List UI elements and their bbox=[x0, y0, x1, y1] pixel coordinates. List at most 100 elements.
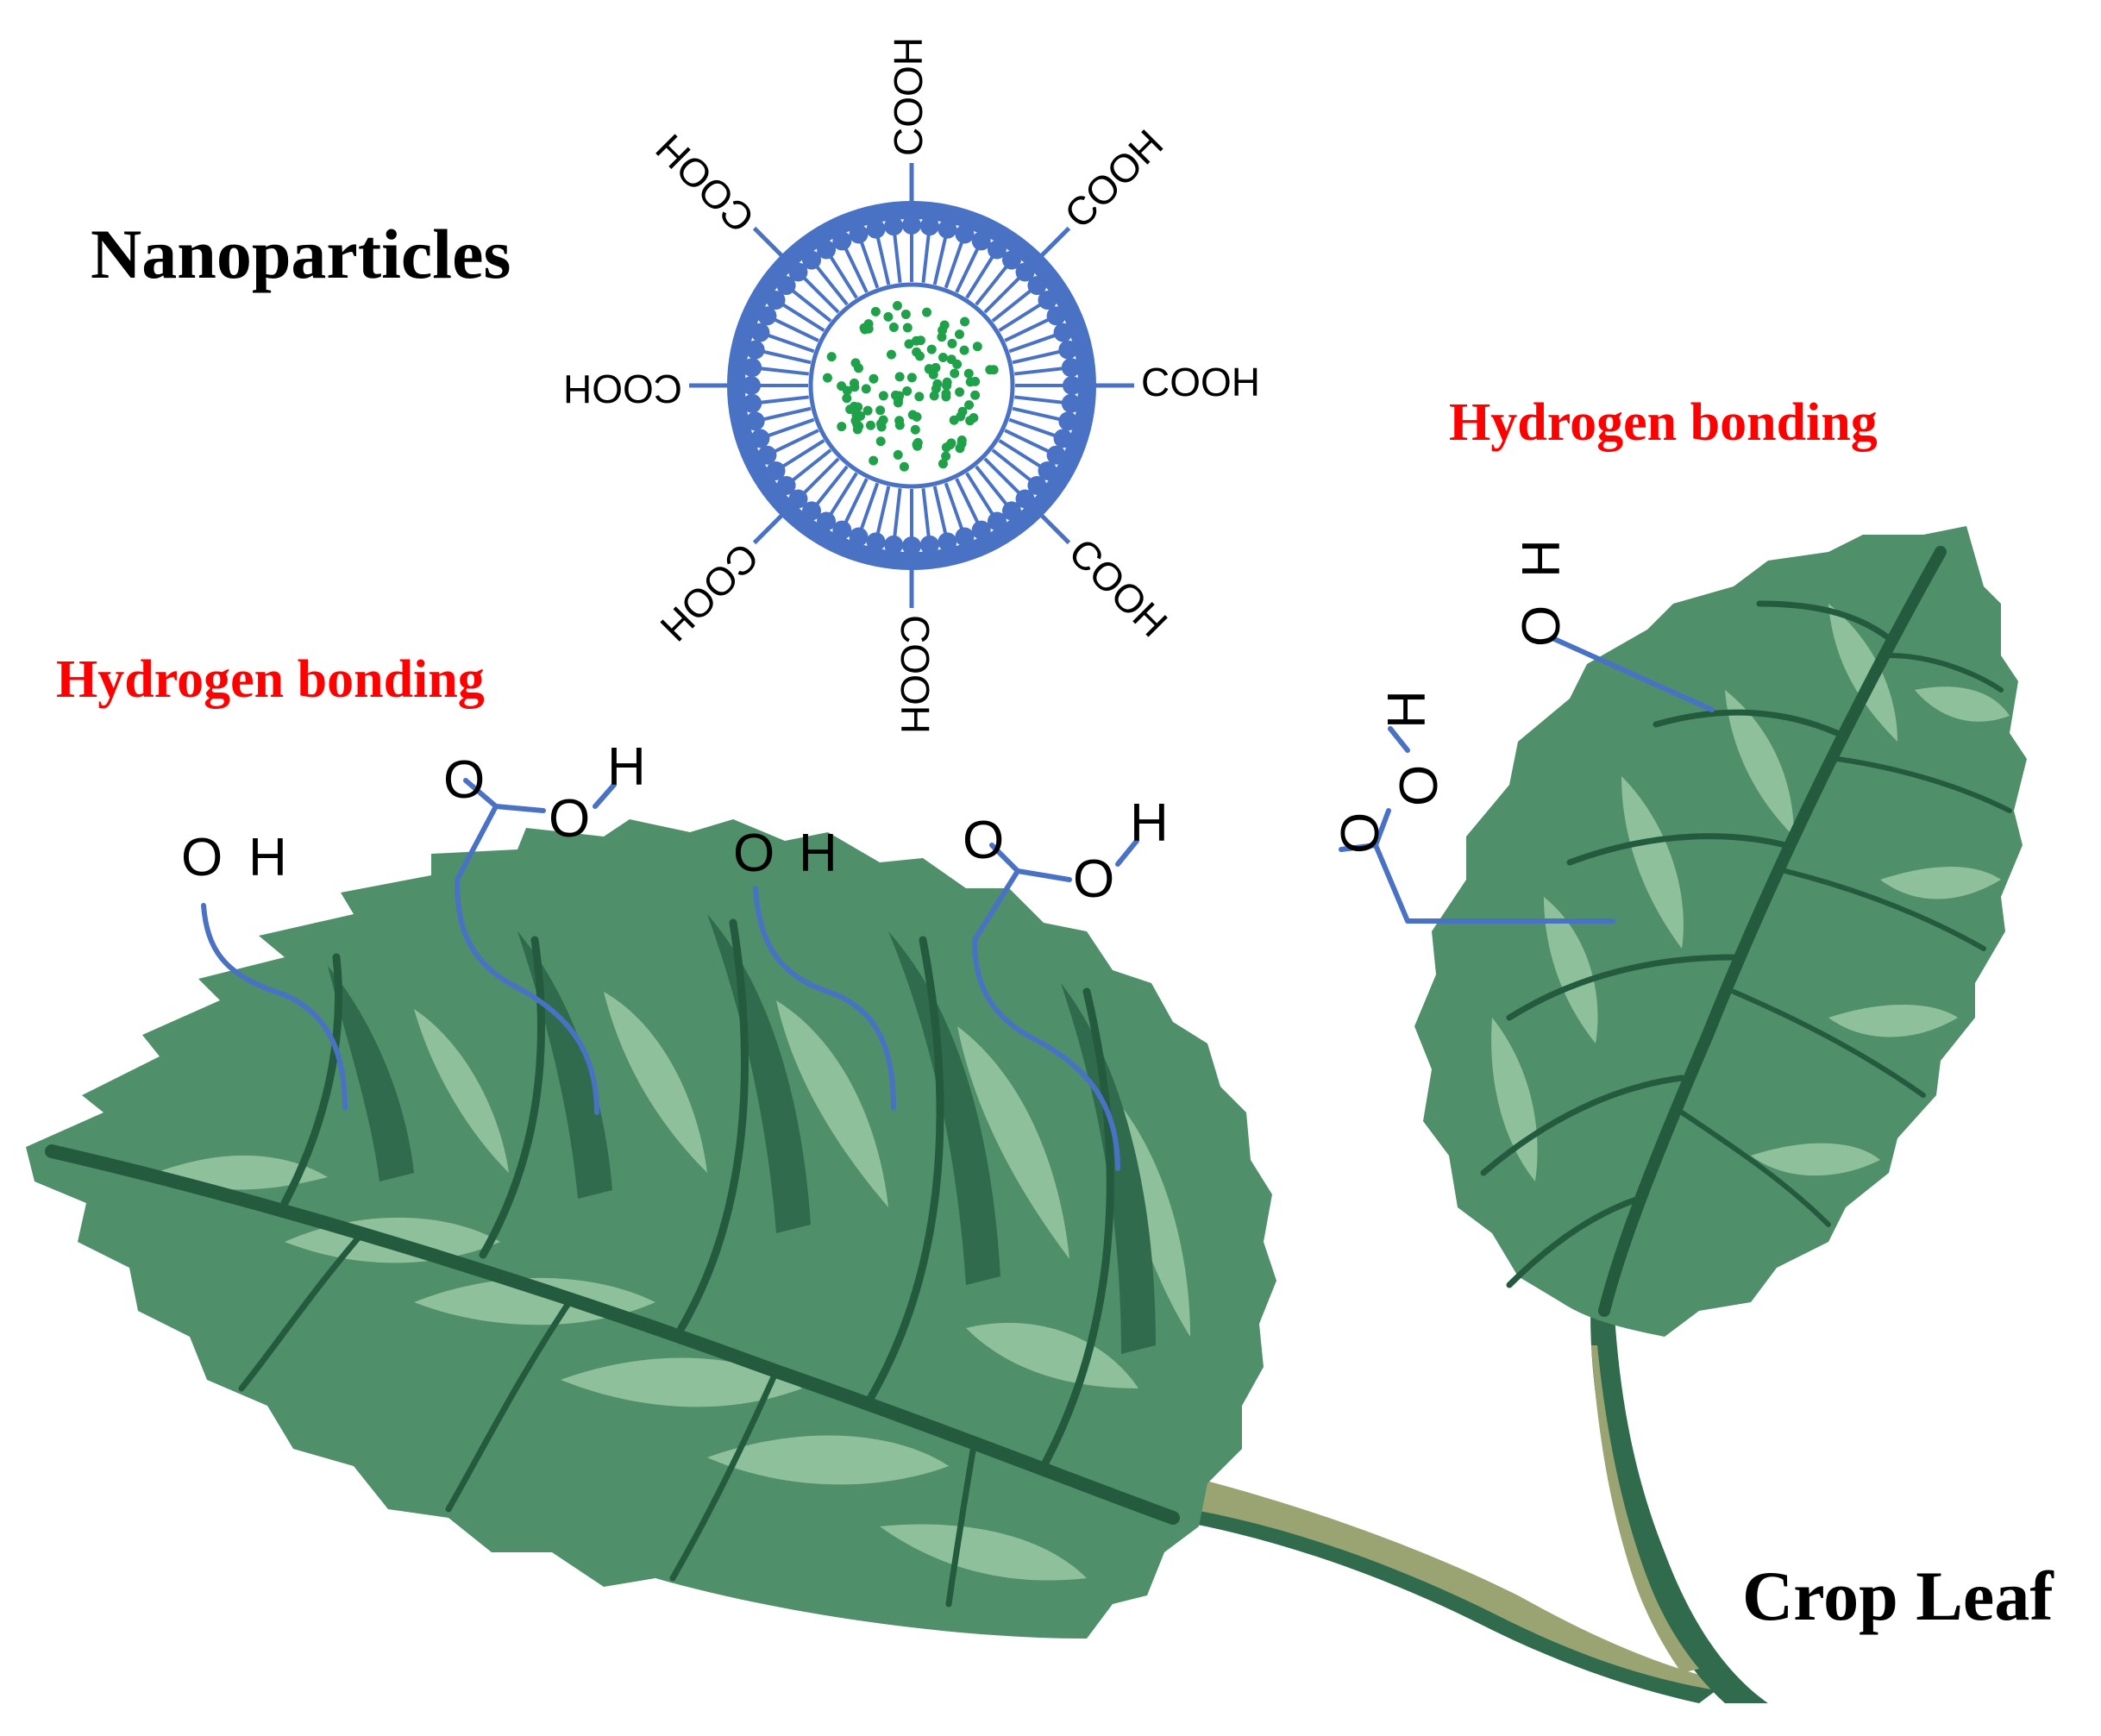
lipid-head bbox=[1061, 358, 1081, 378]
lipid-head bbox=[987, 240, 1007, 260]
core-dot bbox=[893, 449, 903, 460]
core-dot bbox=[822, 373, 832, 383]
core-dot bbox=[955, 387, 965, 398]
lipid-tail bbox=[764, 417, 815, 439]
lipid-head bbox=[919, 216, 939, 236]
core-dot bbox=[931, 384, 941, 394]
lipid-tail bbox=[827, 472, 858, 518]
core-dot bbox=[914, 392, 925, 402]
lipid-head bbox=[1001, 250, 1021, 270]
core-dot bbox=[869, 373, 879, 384]
lipid-head bbox=[955, 527, 975, 547]
lipid-head bbox=[817, 511, 837, 531]
lipid-head bbox=[788, 262, 808, 282]
lipid-head bbox=[1053, 323, 1073, 342]
lipid-tail bbox=[1012, 348, 1063, 365]
lipid-tail bbox=[998, 439, 1044, 470]
core-dot bbox=[850, 382, 860, 392]
crop-leaf-label: Crop Leaf bbox=[1742, 1557, 2054, 1635]
core-dot bbox=[883, 311, 894, 322]
lipid-head bbox=[766, 291, 786, 310]
carboxyl-chain bbox=[1339, 808, 1615, 924]
lipid-tail bbox=[789, 287, 832, 323]
lipid-head bbox=[802, 250, 822, 270]
lipid-tail bbox=[756, 395, 809, 405]
lipid-head bbox=[1027, 475, 1047, 495]
lipid-head bbox=[776, 475, 796, 495]
lipid-head bbox=[1058, 411, 1078, 431]
lipid-head bbox=[757, 306, 777, 326]
core-dot bbox=[941, 389, 951, 399]
carboxyl-carbonyl-oxygen: O bbox=[443, 750, 485, 810]
lipid-head bbox=[1058, 340, 1078, 360]
core-dot bbox=[878, 415, 888, 425]
lipid-tail bbox=[875, 234, 891, 285]
right-leaf-stem-light bbox=[1591, 1345, 1699, 1673]
lipid-tail bbox=[991, 448, 1034, 484]
lipid-tail bbox=[975, 263, 1010, 306]
lipid-tail bbox=[756, 366, 809, 376]
lipid-tail bbox=[944, 482, 965, 533]
lipid-head bbox=[1053, 429, 1073, 448]
lipid-head bbox=[987, 511, 1007, 531]
carboxyl-group: O O H bbox=[1331, 690, 1615, 924]
left-crop-leaf bbox=[26, 819, 1725, 1703]
core-dot bbox=[849, 401, 859, 411]
left-leaf-stem bbox=[1160, 1470, 1725, 1703]
core-dot bbox=[912, 411, 922, 422]
lipid-tail bbox=[998, 301, 1044, 332]
lipid-tail bbox=[843, 244, 869, 293]
lipid-tail bbox=[1012, 406, 1063, 423]
core-dot bbox=[929, 391, 939, 401]
cooh-spoke bbox=[1039, 226, 1071, 258]
core-dot bbox=[912, 439, 922, 449]
lipid-tail bbox=[843, 478, 869, 527]
core-dot bbox=[938, 352, 948, 362]
lipid-tail bbox=[760, 406, 812, 423]
core-dot bbox=[972, 342, 982, 352]
lipid-tail bbox=[955, 478, 981, 527]
core-dot bbox=[947, 338, 957, 348]
core-dot bbox=[941, 451, 951, 461]
core-dot bbox=[957, 406, 968, 417]
lipid-tail bbox=[1014, 395, 1067, 405]
lipid-tail bbox=[789, 448, 832, 484]
lipid-head bbox=[1038, 291, 1057, 310]
lipid-head bbox=[832, 231, 852, 251]
carboxyl-carbonyl-oxygen: O bbox=[963, 811, 1004, 870]
core-dot bbox=[870, 306, 881, 316]
lipid-tail bbox=[875, 486, 891, 537]
lipid-tail bbox=[1004, 429, 1053, 454]
core-dot bbox=[931, 362, 941, 373]
core-dot bbox=[875, 436, 886, 447]
lipid-tail bbox=[760, 348, 812, 365]
hydroxyl-hydrogen: H bbox=[248, 828, 287, 887]
core-dot bbox=[826, 352, 837, 362]
lipid-head bbox=[1063, 376, 1082, 395]
carboxyl-carbonyl-oxygen: O bbox=[1331, 812, 1390, 854]
core-dot bbox=[875, 405, 886, 416]
lipid-tail bbox=[892, 488, 902, 541]
hydroxyl-group: O H bbox=[1512, 539, 1715, 712]
core-dot bbox=[860, 324, 870, 335]
lipid-head bbox=[866, 532, 886, 552]
left-leaf-veins bbox=[45, 918, 1180, 1608]
core-dot bbox=[899, 461, 909, 472]
carboxyl-hydroxyl-oxygen: O bbox=[549, 789, 590, 849]
lipid-head bbox=[743, 358, 762, 378]
hydroxyl-chain bbox=[753, 886, 896, 1111]
lipid-tail bbox=[858, 482, 880, 533]
lipid-tail bbox=[892, 230, 902, 283]
lipid-head bbox=[1001, 501, 1021, 521]
core-dot bbox=[894, 416, 905, 426]
cooh-spoke bbox=[752, 226, 784, 258]
lipid-head bbox=[902, 216, 921, 235]
carboxyl-oh-bond bbox=[1388, 726, 1410, 753]
hydrogen-bonding-label-right: Hydrogen bonding bbox=[1449, 393, 1878, 452]
lipid-head bbox=[832, 520, 852, 540]
lipid-head bbox=[866, 219, 886, 239]
core-dot bbox=[965, 416, 975, 426]
nanoparticles-label: Nanoparticles bbox=[91, 215, 511, 293]
core-dot bbox=[842, 393, 852, 404]
lipid-head bbox=[766, 461, 786, 480]
